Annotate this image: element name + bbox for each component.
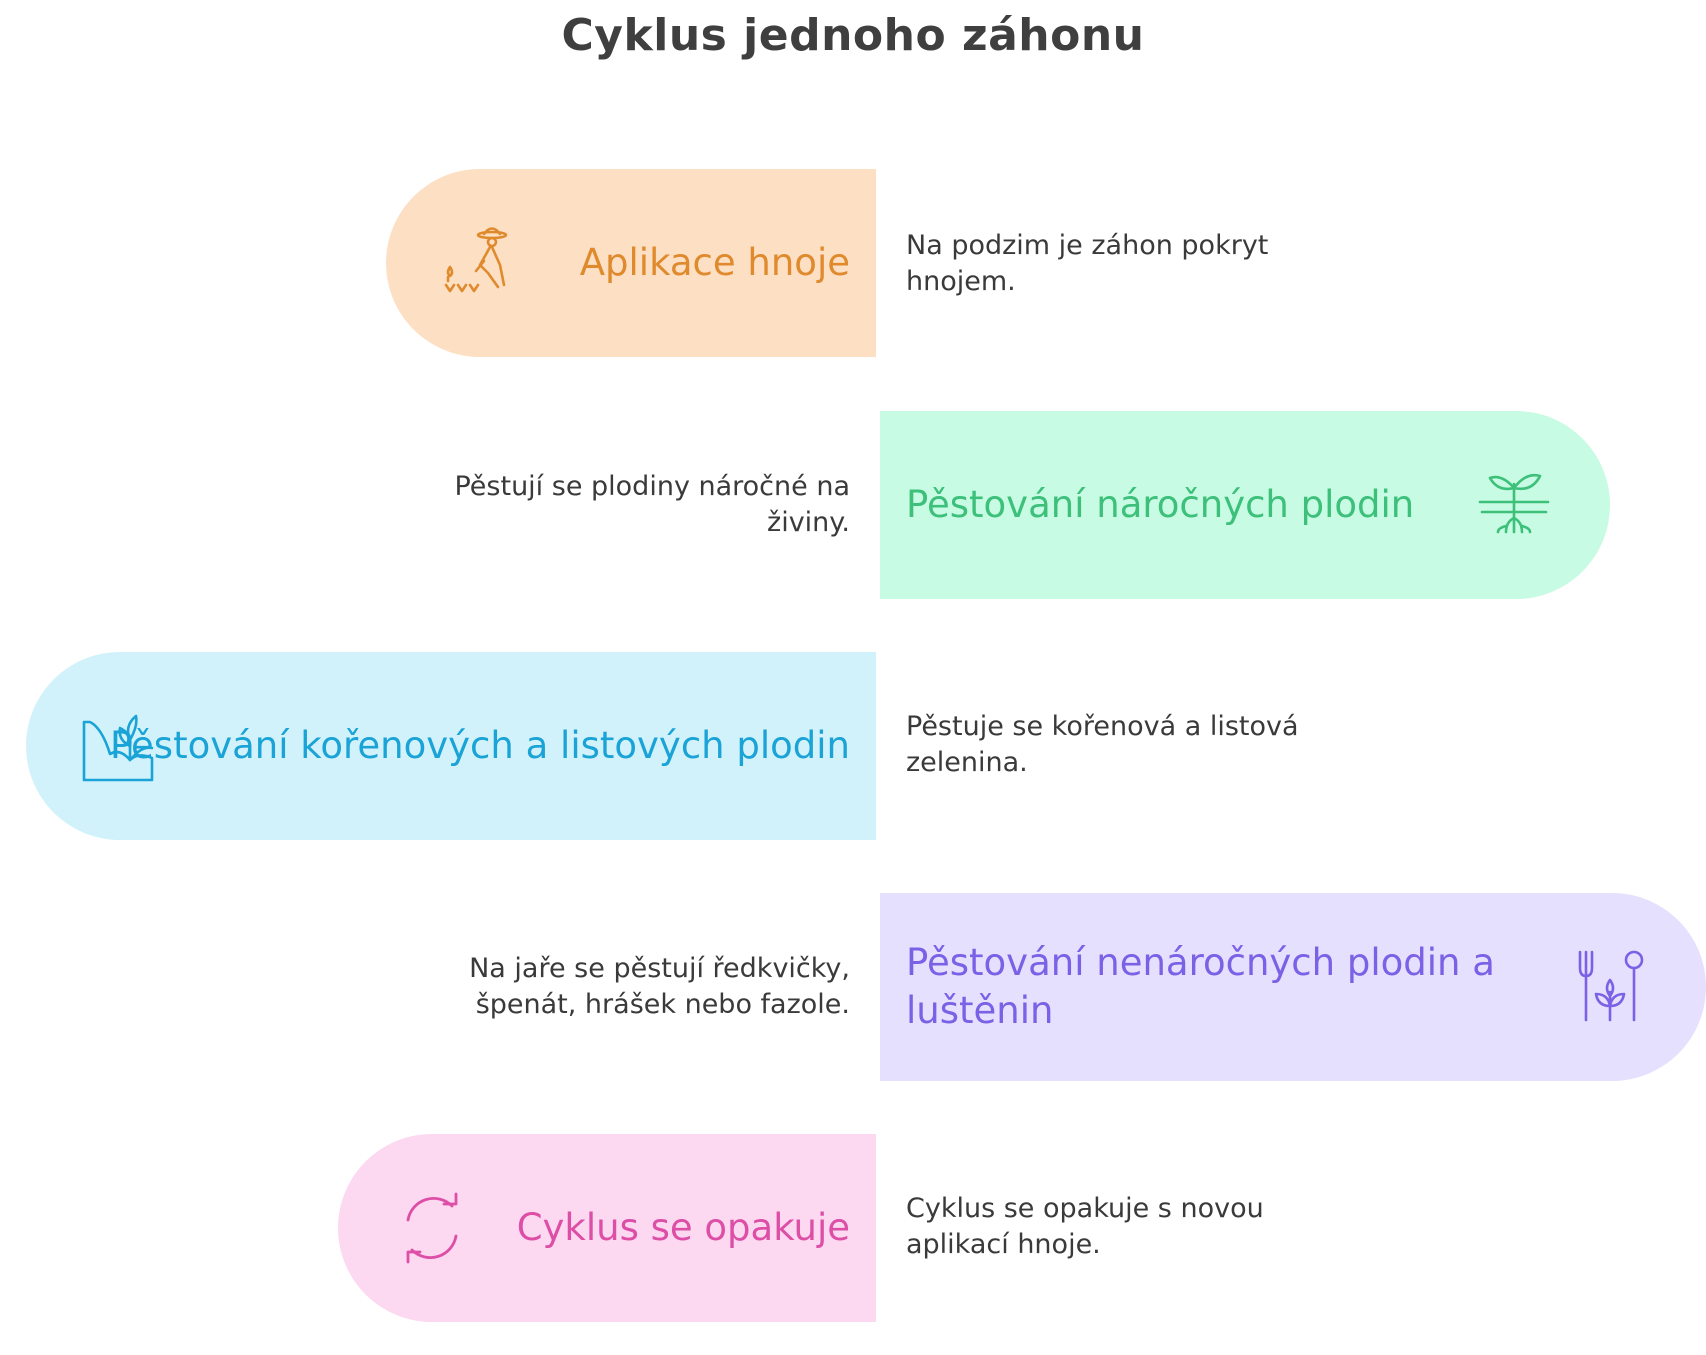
step-2-pill: Pěstování náročných plodin xyxy=(880,411,1610,599)
step-4-pill: Pěstování nenáročných plodin a luštěnin xyxy=(880,893,1706,1081)
sprout-roots-icon xyxy=(1476,466,1552,542)
step-3-pill: Pěstování kořenových a listových plodin xyxy=(26,652,876,840)
cycle-arrows-icon xyxy=(394,1190,470,1266)
step-5-pill: Cyklus se opakuje xyxy=(338,1134,876,1322)
step-5-description: Cyklus se opakuje s novou aplikací hnoje… xyxy=(906,1193,1264,1260)
step-5-label: Cyklus se opakuje xyxy=(516,1206,850,1249)
step-4-description: Na jaře se pěstují ředkvičky, špenát, hr… xyxy=(469,953,850,1020)
step-1-label: Aplikace hnoje xyxy=(579,241,850,284)
step-4-label: Pěstování nenáročných plodin a luštěnin xyxy=(906,941,1495,1032)
page-title: Cyklus jednoho záhonu xyxy=(561,10,1145,61)
garden-tools-icon xyxy=(1572,948,1648,1024)
farmer-spreading-manure-icon xyxy=(440,225,516,301)
step-1-pill: Aplikace hnoje xyxy=(386,169,876,357)
step-2-label: Pěstování náročných plodin xyxy=(906,483,1415,526)
plant-in-soil-icon xyxy=(80,708,156,784)
step-3-description: Pěstuje se kořenová a listová zelenina. xyxy=(906,711,1299,778)
step-1-description: Na podzim je záhon pokryt hnojem. xyxy=(906,230,1269,297)
step-2-description: Pěstují se plodiny náročné na živiny. xyxy=(454,471,850,538)
step-3-label: Pěstování kořenových a listových plodin xyxy=(110,724,850,767)
